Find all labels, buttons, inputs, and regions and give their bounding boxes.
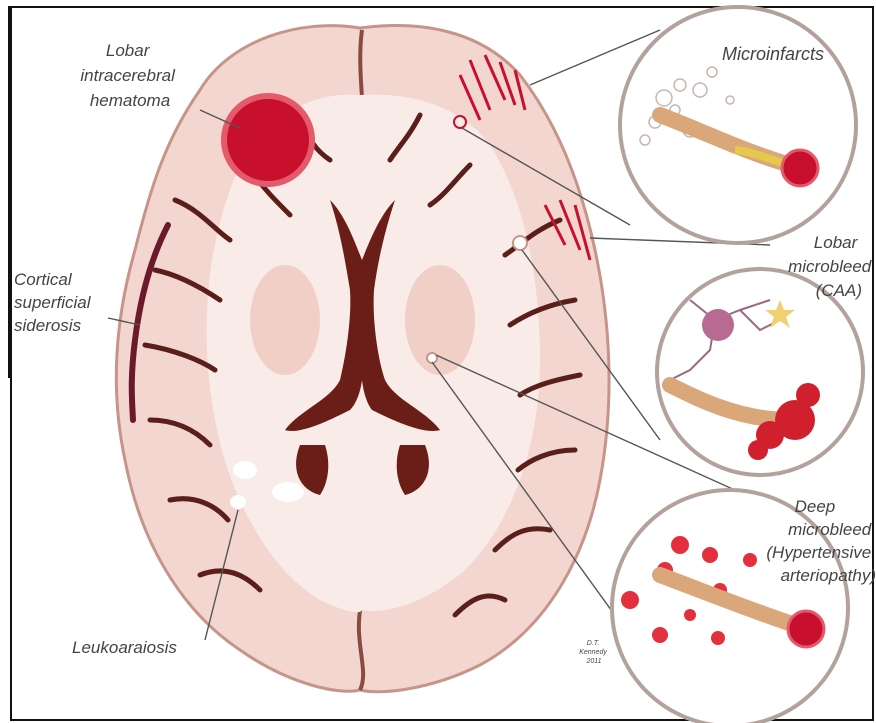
illustrator-credit: D.T. Kennedy 2011 <box>579 640 609 665</box>
lobar-hematoma-lesion <box>224 96 312 184</box>
label-lobar-hematoma: Lobar intracerebral hematoma <box>80 41 179 110</box>
brain-axial-section <box>116 25 609 691</box>
label-microinfarcts: Microinfarcts <box>722 44 824 64</box>
callout-ring <box>620 7 856 243</box>
right-basal-ganglia <box>405 265 475 375</box>
label-leukoaraiosis: Leukoaraiosis <box>72 638 177 657</box>
amyloid-cluster <box>702 309 734 341</box>
left-basal-ganglia <box>250 265 320 375</box>
vessel-lumen <box>788 611 824 647</box>
vessel-lumen <box>782 150 818 186</box>
label-cortical-siderosis: Cortical superficial siderosis <box>14 270 95 335</box>
callout-microinfarcts <box>620 7 856 243</box>
deep-microbleed-spot <box>427 353 437 363</box>
lobar-microbleed-spot <box>513 236 527 250</box>
